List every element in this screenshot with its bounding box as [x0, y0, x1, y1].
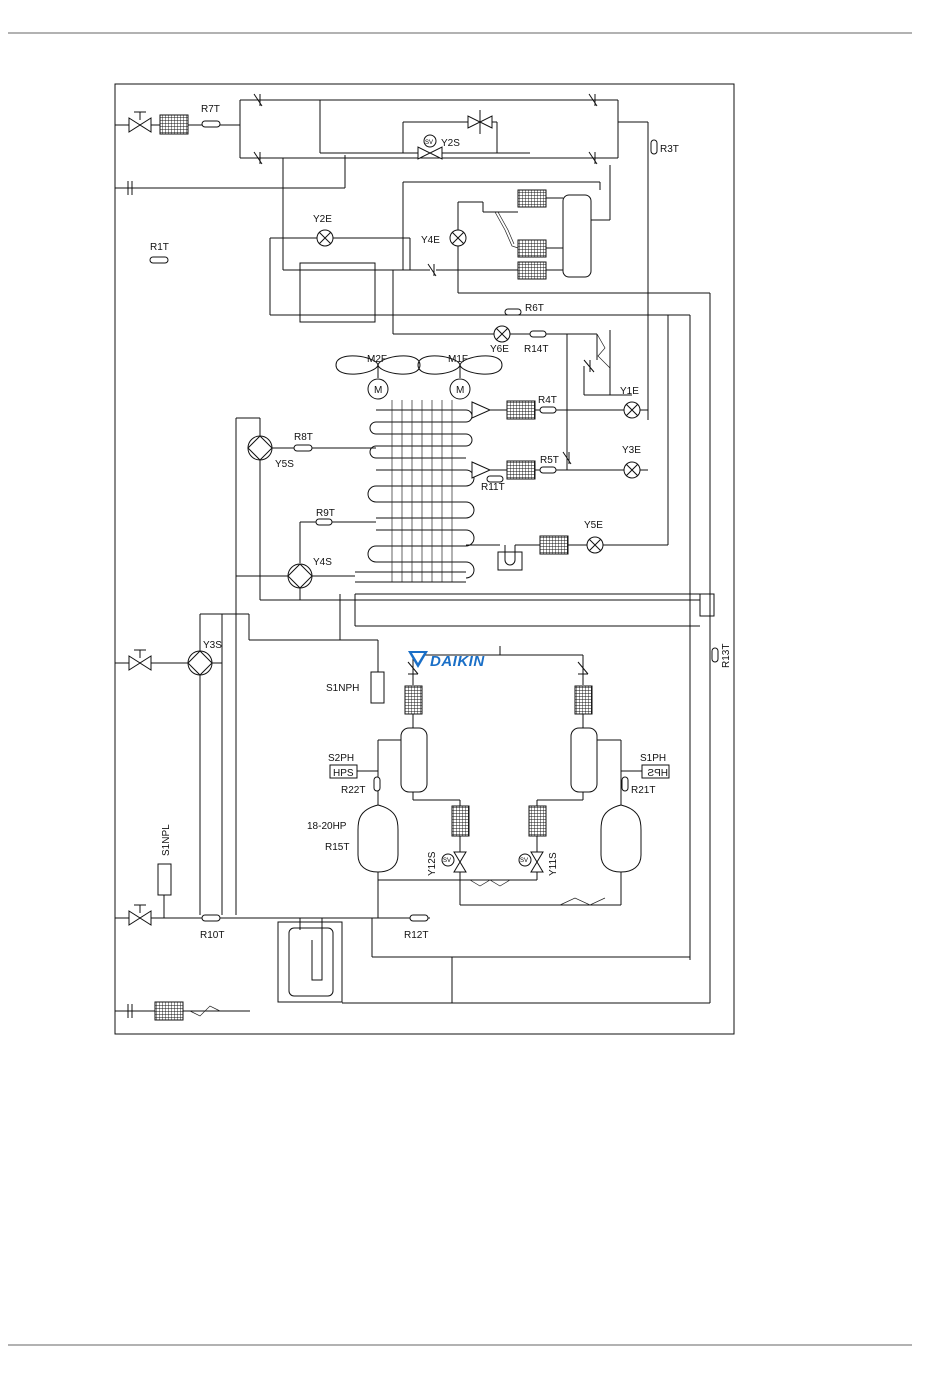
labels: R7T R3T R1T Y2E Y2S Y4E R6T Y6E R14T M2F…	[150, 104, 732, 941]
label-r14t: R14T	[524, 344, 548, 355]
label-y5s: Y5S	[275, 459, 294, 470]
label-m2f: M2F	[367, 354, 387, 365]
label-y4s: Y4S	[313, 557, 332, 568]
label-s2ph: S2PH	[328, 753, 354, 764]
label-hps-left: HPS	[333, 768, 354, 779]
label-hps-right: HPS	[647, 768, 668, 779]
daikin-logo: DAIKIN	[408, 651, 485, 670]
label-s1nph: S1NPH	[326, 683, 359, 694]
label-r13t: R13T	[721, 644, 732, 668]
label-s1ph: S1PH	[640, 753, 666, 764]
label-y12s: Y12S	[427, 851, 438, 876]
label-sv-y11s: SV	[520, 858, 528, 864]
label-y5e: Y5E	[584, 520, 603, 531]
label-r11t: R11T	[481, 482, 505, 493]
label-y2e: Y2E	[313, 214, 332, 225]
label-r5t: R5T	[540, 455, 559, 466]
label-y2s: Y2S	[441, 138, 460, 149]
compressor-section	[330, 640, 669, 918]
label-y6e: Y6E	[490, 344, 509, 355]
label-r7t: R7T	[201, 104, 220, 115]
label-sv-y2s: SV	[425, 140, 433, 146]
label-r21t: R21T	[631, 785, 655, 796]
label-s1npl: S1NPL	[161, 824, 172, 856]
top-piping	[115, 94, 710, 1003]
label-r6t: R6T	[525, 303, 544, 314]
unit-frame	[115, 84, 734, 1034]
label-y11s: Y11S	[548, 852, 559, 876]
label-y4e: Y4E	[421, 235, 440, 246]
brand-name: DAIKIN	[430, 653, 485, 670]
fans	[336, 356, 502, 399]
label-r1t: R1T	[150, 242, 169, 253]
heat-exchanger-coil	[355, 400, 668, 582]
label-m1f: M1F	[448, 354, 468, 365]
label-motor-m1f: M	[456, 385, 464, 396]
label-r8t: R8T	[294, 432, 313, 443]
label-r10t: R10T	[200, 930, 224, 941]
label-r4t: R4T	[538, 395, 557, 406]
label-y3e: Y3E	[622, 445, 641, 456]
label-motor-m2f: M	[374, 385, 382, 396]
label-r22t: R22T	[341, 785, 365, 796]
label-y3s: Y3S	[203, 640, 222, 651]
label-r3t: R3T	[660, 144, 679, 155]
label-y1e: Y1E	[620, 386, 639, 397]
label-hp-range: 18-20HP	[307, 821, 347, 832]
label-r9t: R9T	[316, 508, 335, 519]
label-r12t: R12T	[404, 930, 428, 941]
label-sv-y12s: SV	[443, 858, 451, 864]
four-way-valves	[115, 418, 718, 915]
label-r15t: R15T	[325, 842, 349, 853]
